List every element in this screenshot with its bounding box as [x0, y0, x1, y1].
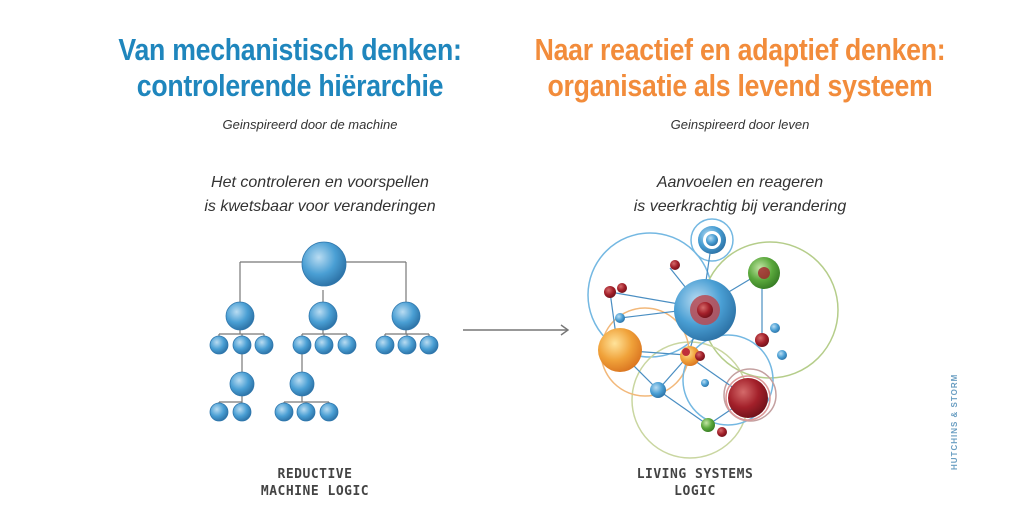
tree-node-a3 [255, 336, 273, 354]
tree-node-root [302, 242, 346, 286]
tree-node-l2-b [309, 302, 337, 330]
node-blue-small-3 [770, 323, 780, 333]
node-orange-large [598, 328, 642, 372]
node-blue-small-5 [701, 379, 709, 387]
node-red-ring [728, 378, 768, 418]
tree-node-l2-a [226, 302, 254, 330]
node-red-small-3 [617, 283, 627, 293]
node-red-small-2 [670, 260, 680, 270]
tree-node-b2 [315, 336, 333, 354]
node-green-small [701, 418, 715, 432]
tree-node-c3 [420, 336, 438, 354]
tree-node-e1 [275, 403, 293, 421]
right-caption-line1: LIVING SYSTEMS [637, 467, 754, 482]
node-blue-small-1 [650, 382, 666, 398]
tree-node-e2 [297, 403, 315, 421]
node-red-small-4 [755, 333, 769, 347]
left-caption-line1: REDUCTIVE [278, 467, 353, 482]
node-red-small-5 [695, 351, 705, 361]
right-caption-line2: LOGIC [674, 484, 716, 499]
node-red-small-1 [604, 286, 616, 298]
tree-node-a1 [210, 336, 228, 354]
tree-node-c1 [376, 336, 394, 354]
tree-node-l2-c [392, 302, 420, 330]
tree-node-d2 [233, 403, 251, 421]
tree-node-b1 [293, 336, 311, 354]
node-red-small-6 [717, 427, 727, 437]
tree-node-e [290, 372, 314, 396]
tree-node-b3 [338, 336, 356, 354]
tree-node-d [230, 372, 254, 396]
node-blue-small-2 [615, 313, 625, 323]
right-caption: LIVING SYSTEMS LOGIC [600, 466, 790, 500]
tree-node-d1 [210, 403, 228, 421]
network-nodes [598, 226, 787, 437]
left-caption-line2: MACHINE LOGIC [261, 484, 369, 499]
left-caption: REDUCTIVE MACHINE LOGIC [210, 466, 420, 500]
right-arrow-icon [463, 325, 568, 335]
tree-node-c2 [398, 336, 416, 354]
tree-node-a2 [233, 336, 251, 354]
hierarchy-nodes [210, 242, 438, 421]
node-blue-small-4 [777, 350, 787, 360]
brand-mark: HUTCHINS & STORM [950, 374, 959, 470]
tree-node-e3 [320, 403, 338, 421]
